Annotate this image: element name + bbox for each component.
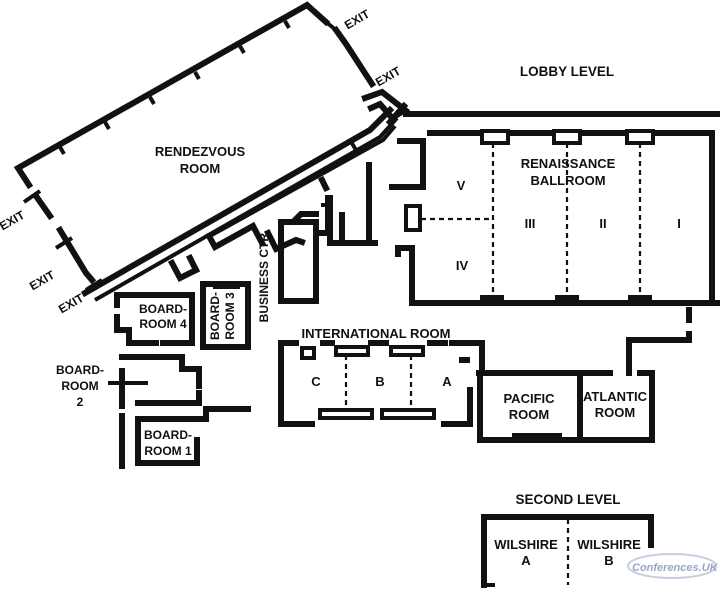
business-center-label: BUSINESS CTR.	[257, 230, 271, 323]
wilshire-rooms	[481, 514, 654, 588]
section-v: V	[457, 178, 466, 193]
boardroom-1-label-1: BOARD-	[144, 428, 192, 442]
exit-label: EXIT	[0, 207, 28, 233]
atlantic-room-label-2: ROOM	[595, 405, 635, 420]
boardroom-4-label-2: ROOM 4	[139, 317, 187, 331]
boardroom-2-label-3: 2	[77, 395, 84, 409]
boardroom-3-label-1: BOARD-	[208, 292, 222, 340]
wilshire-b-label-2: B	[604, 553, 613, 568]
international-room-label: INTERNATIONAL ROOM	[301, 326, 450, 341]
lobby-level-heading: LOBBY LEVEL	[520, 64, 614, 79]
international-section-b: B	[375, 374, 384, 389]
pacific-room-label-1: PACIFIC	[503, 391, 555, 406]
rendezvous-label-2: ROOM	[180, 161, 220, 176]
second-level-heading: SECOND LEVEL	[515, 492, 620, 507]
boardroom-4-label-1: BOARD-	[139, 302, 187, 316]
boardrooms	[108, 281, 251, 469]
renaissance-ballroom	[385, 101, 720, 323]
wilshire-a-label-2: A	[521, 553, 531, 568]
renaissance-label-1: RENAISSANCE	[521, 156, 616, 171]
section-ii: II	[599, 216, 606, 231]
pacific-room-label-2: ROOM	[509, 407, 549, 422]
boardroom-2-label-1: BOARD-	[56, 363, 104, 377]
exit-label: EXIT	[342, 6, 373, 32]
watermark-text: Conferences.UK	[632, 562, 719, 574]
exit-label: EXIT	[56, 290, 87, 316]
section-iv: IV	[456, 258, 469, 273]
section-iii: III	[525, 216, 536, 231]
atlantic-room-label-1: ATLANTIC	[583, 389, 648, 404]
wilshire-a-label-1: WILSHIRE	[494, 537, 558, 552]
exit-label: EXIT	[27, 267, 58, 293]
exit-label: EXIT	[373, 63, 404, 89]
watermark-logo: Conferences.UK	[627, 553, 719, 579]
section-i: I	[677, 216, 681, 231]
international-section-c: C	[311, 374, 321, 389]
renaissance-label-2: BALLROOM	[530, 173, 605, 188]
boardroom-2-label-2: ROOM	[61, 379, 98, 393]
boardroom-3-label-2: ROOM 3	[223, 292, 237, 340]
international-section-a: A	[442, 374, 452, 389]
pacific-atlantic-rooms	[477, 331, 692, 443]
service-corridor	[167, 88, 411, 304]
boardroom-1-label-2: ROOM 1	[144, 444, 192, 458]
wilshire-b-label-1: WILSHIRE	[577, 537, 641, 552]
rendezvous-label-1: RENDEZVOUS	[155, 144, 246, 159]
